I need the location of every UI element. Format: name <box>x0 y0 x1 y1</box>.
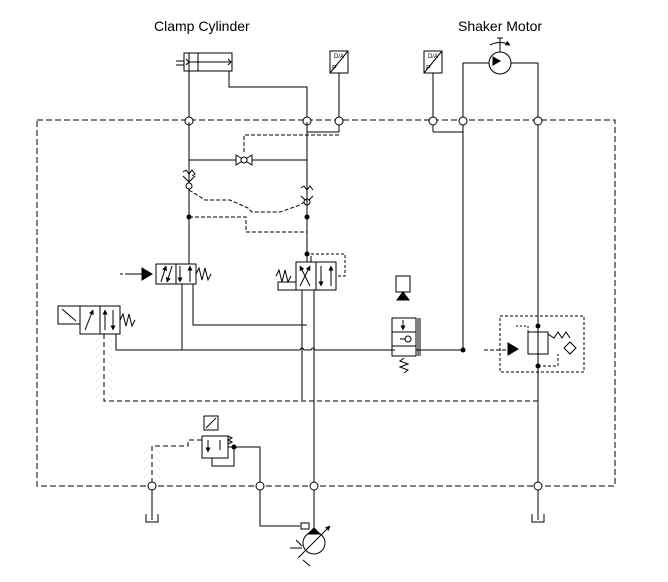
manifold-boundary <box>36 119 616 487</box>
shaker-motor <box>462 37 539 120</box>
manifold-interior-lines <box>188 122 315 482</box>
manifold-ports-bottom <box>147 481 543 491</box>
shaker-motor-label: Shaker Motor <box>458 18 543 34</box>
transducer-bottom-label: P <box>426 65 431 72</box>
pressure-transducer-clamp: D/A P <box>329 50 349 120</box>
clamp-directional-valve <box>120 252 307 350</box>
solenoid-valve-left <box>57 305 538 402</box>
variable-pump <box>259 490 331 567</box>
tank-right <box>531 490 545 523</box>
sequence-directional-valve <box>275 251 346 400</box>
motor-circuit-lines <box>460 125 539 486</box>
pressure-transducer-motor: D/A P <box>423 50 443 120</box>
pilot-check-valve-left <box>182 169 196 252</box>
transducer-top-label: D/A <box>334 54 344 60</box>
clamp-cylinder <box>176 52 308 252</box>
relief-valve-block <box>484 315 585 373</box>
pressure-reducing-valve <box>151 415 261 486</box>
proportional-valve <box>391 275 463 374</box>
transducer-top-label: D/A <box>428 54 438 60</box>
manifold-ports-top <box>184 116 543 126</box>
clamp-circuit-lines <box>189 125 463 161</box>
pilot-lines <box>188 189 308 233</box>
shuttle-valve <box>235 154 253 166</box>
clamp-cylinder-label: Clamp Cylinder <box>154 18 250 34</box>
transducer-bottom-label: P <box>332 65 337 72</box>
tank-left <box>145 490 159 523</box>
